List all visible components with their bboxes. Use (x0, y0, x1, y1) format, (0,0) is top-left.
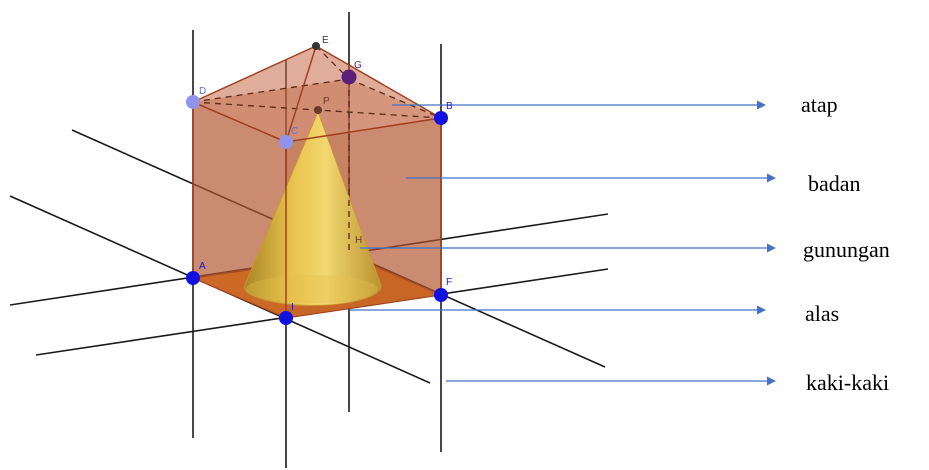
edge (192, 101, 287, 143)
letter-B: B (446, 101, 453, 112)
cone-surface (243, 110, 382, 306)
cone (243, 110, 382, 306)
point-letters: E G P D B C H A F I (199, 35, 453, 313)
letter-A: A (199, 261, 206, 272)
visible-edges (192, 45, 442, 318)
point-A (186, 271, 200, 285)
edge (315, 45, 442, 119)
letter-D: D (199, 86, 206, 97)
letter-E: E (322, 35, 329, 46)
cone-base (246, 275, 378, 303)
point-C (279, 135, 293, 149)
point-G (341, 69, 357, 85)
vertex-points (186, 42, 448, 325)
edge (285, 45, 317, 143)
point-I (279, 311, 293, 325)
point-E (312, 42, 320, 50)
label-gunungan: gunungan (803, 237, 890, 262)
point-D (186, 95, 200, 109)
letter-I: I (291, 302, 294, 313)
label-badan: badan (808, 171, 861, 196)
label-kaki-kaki: kaki-kaki (806, 370, 889, 395)
roof (193, 46, 441, 142)
letter-H: H (355, 235, 362, 246)
letter-P: P (323, 96, 330, 107)
part-labels: atap badan gunungan alas kaki-kaki (801, 92, 890, 395)
edge (285, 117, 442, 143)
point-F (434, 288, 448, 302)
point-P (314, 106, 322, 114)
letter-G: G (354, 60, 362, 71)
leader-arrows (350, 100, 776, 386)
label-alas: alas (805, 301, 839, 326)
label-atap: atap (801, 92, 838, 117)
hidden-edge (192, 78, 350, 103)
roof-face (193, 46, 441, 142)
hidden-edge (348, 78, 442, 119)
letter-F: F (446, 277, 452, 288)
point-B (434, 111, 448, 125)
letter-C: C (291, 126, 298, 137)
edge (192, 45, 317, 103)
